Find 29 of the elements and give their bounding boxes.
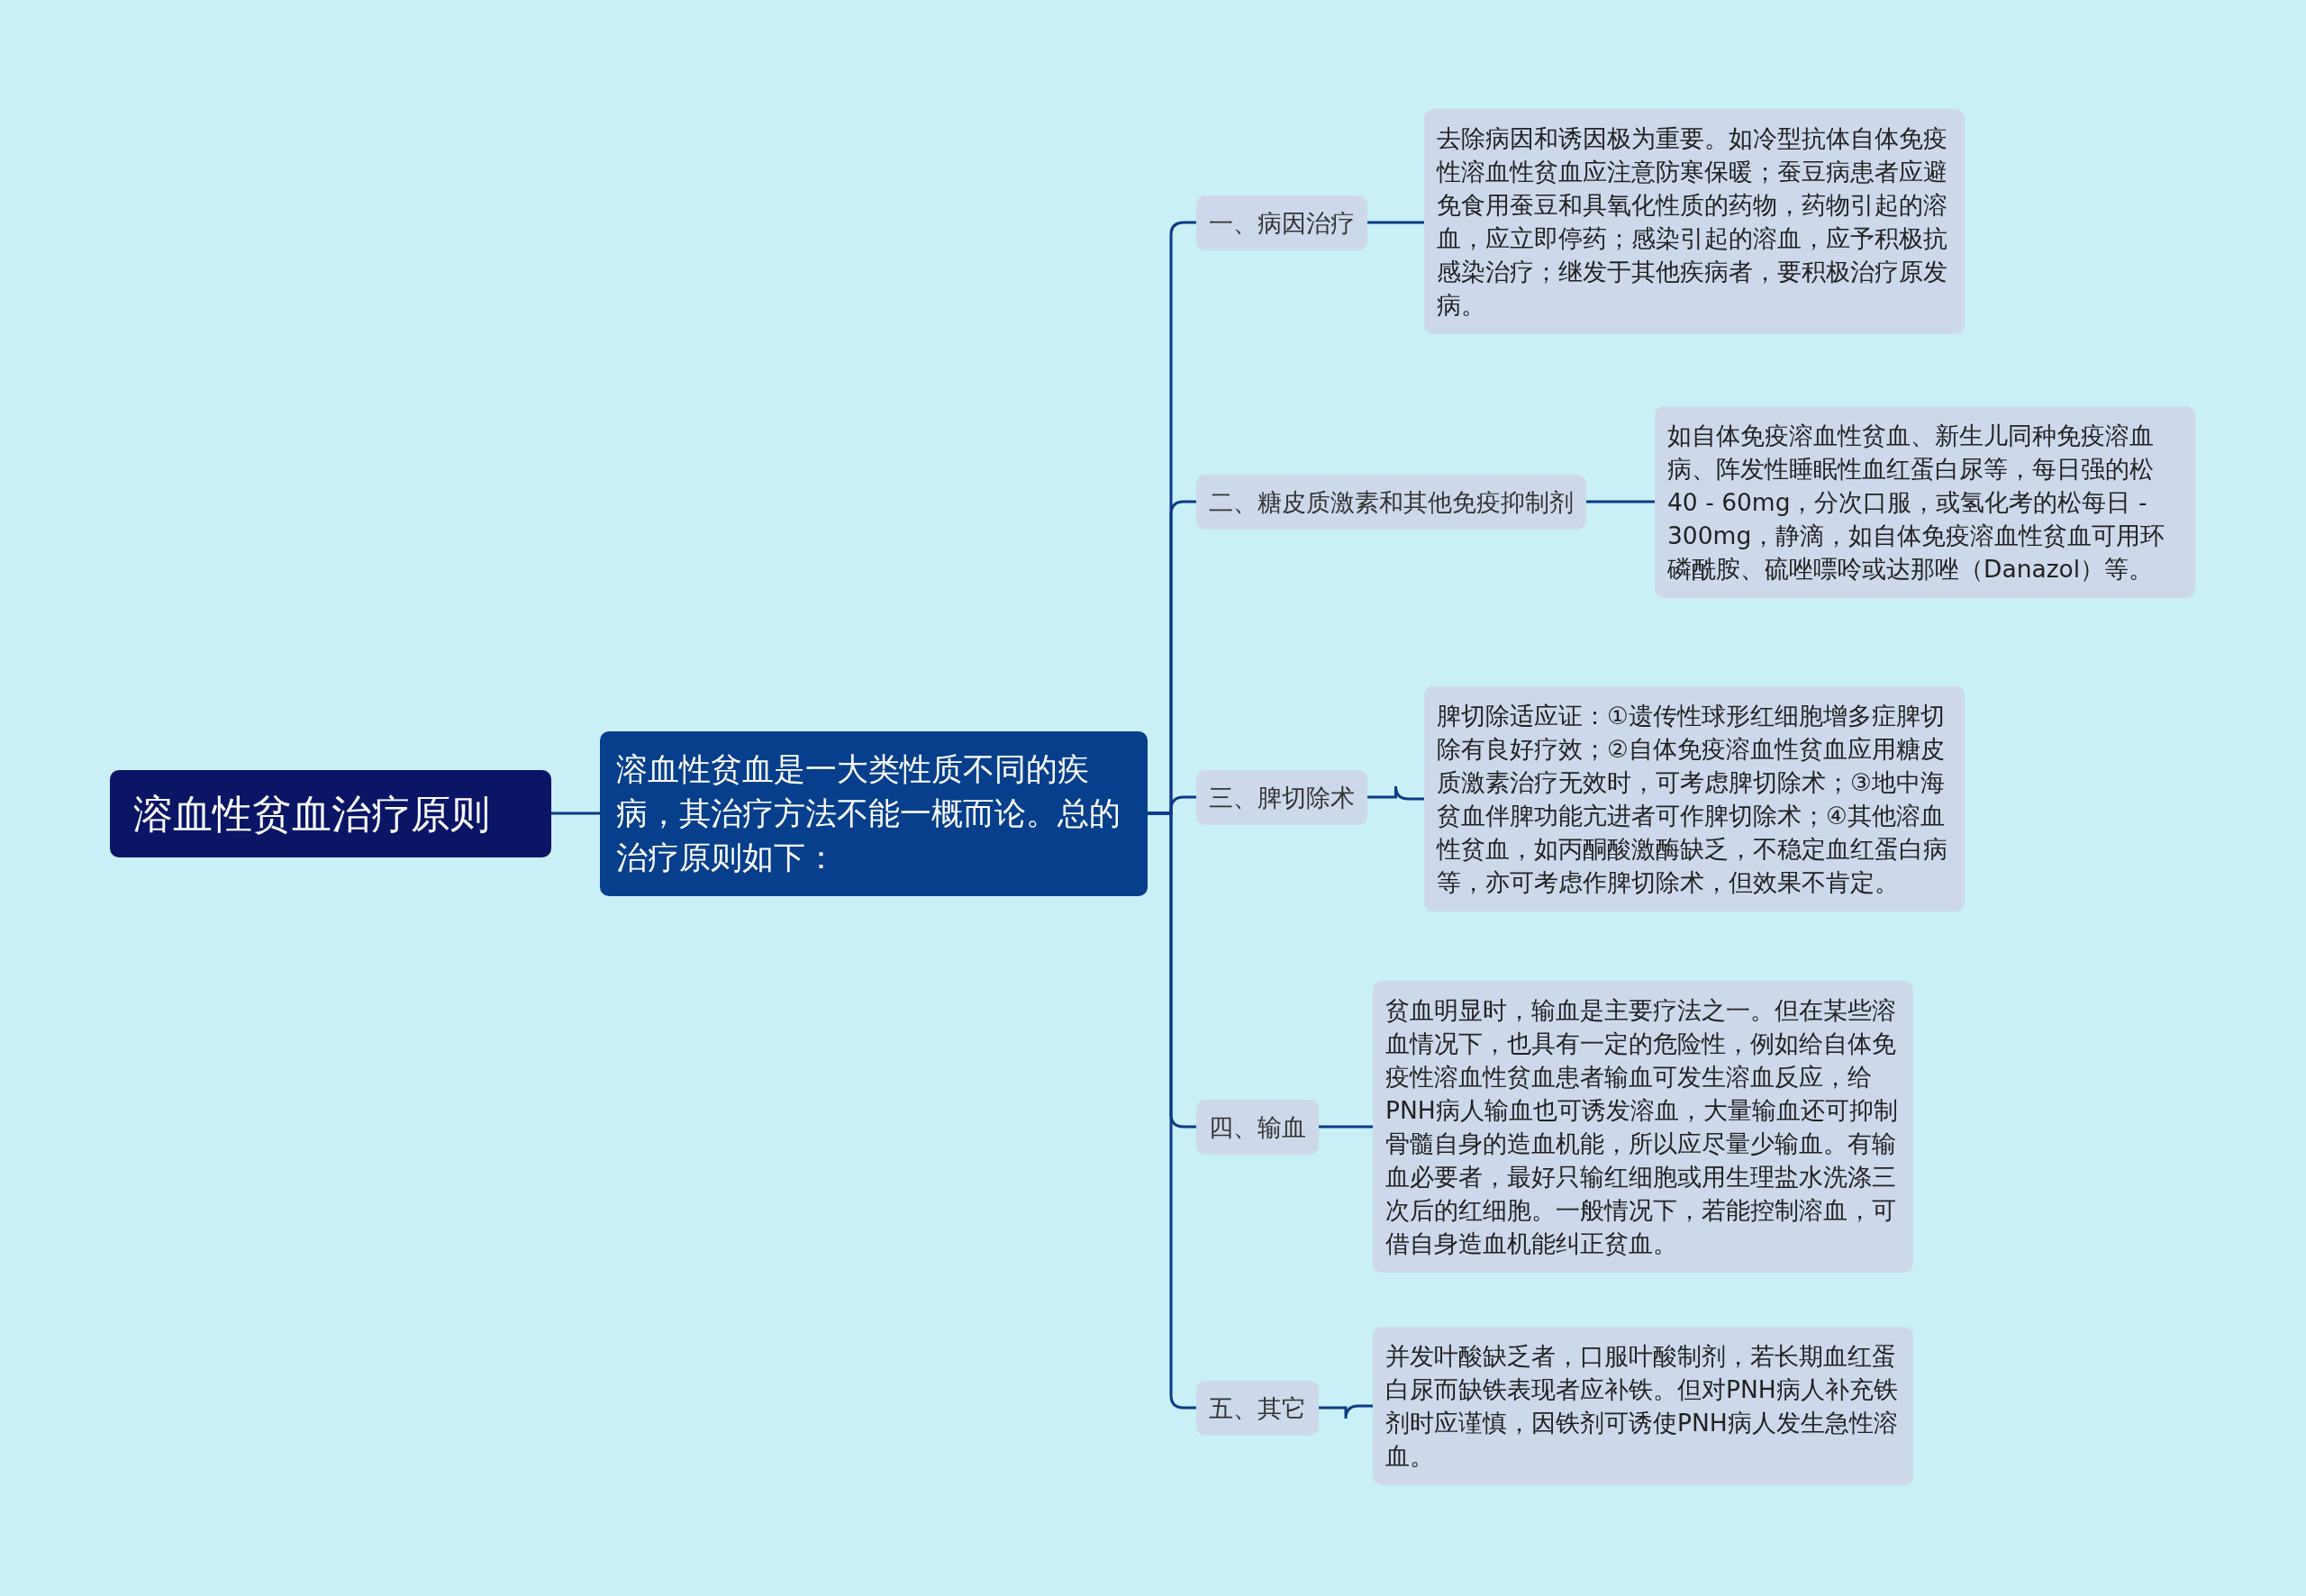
branch-topic-text: 二、糖皮质激素和其他免疫抑制剂 [1209,486,1574,518]
root-topic-box [110,769,551,857]
detail-box [1655,405,2195,598]
branch-topic-box [1196,769,1367,825]
branch-topic-text: 一、病因治疗 [1209,207,1355,239]
connector-line [551,812,600,815]
branch-topic-box [1196,474,1586,530]
branch-topic-text: 三、脾切除术 [1209,782,1355,813]
detail-box [1424,685,1965,912]
detail-text: 去除病因和诱因极为重要。如冷型抗体自体免疫性溶血性贫血应注意防寒保暖；蚕豆病患者应避免食用蚕豆和具氧化性质的药物，药物引起的溶血，应立即停药；感染引起的溶血，应予积极抗感染治疗；继发于其他疾病者，要积极治疗原发病。 [1437,122,1948,321]
detail-box [1424,108,1965,335]
branch-topic-box [1196,1380,1319,1436]
summary-box [600,730,1148,896]
detail-text: 脾切除适应证：①遗传性球形红细胞增多症脾切除有良好疗效；②自体免疫溶血性贫血应用糖皮质激素治疗无效时，可考虑脾切除术；③地中海贫血伴脾功能亢进者可作脾切除术；④其他溶血性贫血，如丙酮酸激酶缺乏，不稳定血红蛋白病等，亦可考虑作脾切除术，但效果不肯定。 [1437,700,1948,898]
connector-line [1319,1125,1373,1129]
branch-topic-text: 四、输血 [1209,1111,1306,1143]
branch-topic-box [1196,195,1367,250]
root-topic-text: 溶血性贫血治疗原则 [133,789,491,839]
connector-line [1367,221,1424,224]
detail-text: 并发叶酸缺乏者，口服叶酸制剂，若长期血红蛋白尿而缺铁表现者应补铁。但对PNH病人补充铁剂时应谨慎，因铁剂可诱使PNH病人发生急性溶血。 [1385,1341,1899,1473]
branch-topic-box [1196,1099,1319,1155]
detail-box [1373,1327,1913,1486]
summary-text: 溶血性贫血是一大类性质不同的疾病，其治疗方法不能一概而论。总的治疗原则如下： [616,749,1121,877]
connector-line [1319,1404,1373,1420]
branch-topic-text: 五、其它 [1209,1392,1306,1424]
connector-line [1586,500,1655,503]
detail-text: 贫血明显时，输血是主要疗法之一。但在某些溶血情况下，也具有一定的危险性，例如给自体免疫性溶血性贫血患者输血可发生溶血反应，给PNH病人输血也可诱发溶血，大量输血还可抑制骨髓自身的造血机能，所以应尽量少输血。有输血必要者，最好只输红细胞或用生理盐水洗涤三次后的红细胞。一般情况下，若能控制溶血，可借自身造血机能纠正贫血。 [1385,994,1899,1260]
detail-text: 如自体免疫溶血性贫血、新生儿同种免疫溶血病、阵发性睡眠性血红蛋白尿等，每日强的松40 - 60mg，分次口服，或氢化考的松每日 - 300mg，静滴，如自体免疫溶血性贫血可用环磷酰胺、硫唑嘌呤或达那唑（Danazol）等。 [1667,420,2166,585]
connector-line [1367,784,1424,801]
